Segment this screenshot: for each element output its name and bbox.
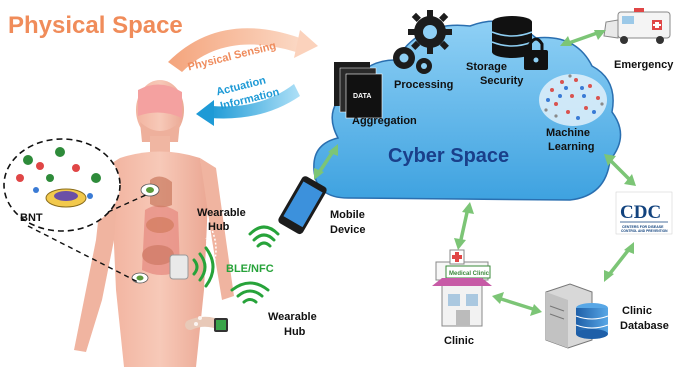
human-body (74, 80, 234, 367)
ml-label-1: Machine (546, 127, 590, 139)
physical-space-title: Physical Space (8, 12, 183, 39)
wearable-hub-label-2: Hub (208, 221, 230, 233)
clinic-db-label-2: Database (620, 320, 669, 332)
wrist-hub-label-2: Hub (284, 326, 306, 338)
cdc-logo: CDC CENTERS FOR DISEASE CONTROL AND PREV… (615, 191, 673, 235)
cdc-sub-2: CONTROL AND PREVENTION (621, 229, 668, 233)
ambulance-icon (603, 8, 671, 44)
actuation-arrow (196, 84, 300, 126)
cyber-space-title: Cyber Space (388, 145, 509, 167)
arrow-cloud-emergency (564, 30, 602, 46)
data-aggregation-icon: DATA (334, 62, 383, 119)
wearable-hub-label-1: Wearable (197, 207, 246, 219)
lock-icon (524, 37, 548, 70)
bnt-label: BNT (20, 212, 43, 224)
gears-icon (393, 10, 452, 74)
emergency-label: Emergency (614, 59, 674, 71)
arrow-cloud-cdc (608, 158, 632, 182)
brain-network-icon (539, 74, 607, 126)
connection-arrows (314, 30, 636, 316)
ble-wireless-icon (248, 225, 280, 248)
ble-nfc-label: BLE/NFC (226, 263, 274, 275)
arrow-cloud-clinic (458, 206, 470, 246)
database-server-icon (545, 283, 609, 349)
mobile-phone-icon (278, 176, 327, 235)
clinic-sign: Medical Clinic (449, 271, 490, 277)
wrist-hub-label-1: Wearable (268, 311, 317, 323)
bnt-zoom: BNT (3, 138, 149, 283)
clinic-db-label-1: Clinic (622, 305, 652, 317)
mobile-label-2: Device (330, 224, 365, 236)
storage-database-icon (491, 16, 533, 58)
data-stack-label: DATA (353, 93, 371, 100)
cdc-logo-text: CDC (620, 202, 661, 223)
storage-label-2: Security (480, 75, 524, 87)
arrow-mobile-cloud (316, 148, 336, 176)
storage-label-1: Storage (466, 61, 507, 73)
physical-sensing-arrow (168, 28, 318, 72)
wrist-wireless-icon (230, 281, 270, 304)
processing-label: Processing (394, 79, 453, 91)
wrist-wearable (185, 310, 228, 332)
aggregation-label: Aggregation (352, 115, 417, 127)
arrow-database-cdc (606, 246, 632, 278)
cdc-sub-1: CENTERS FOR DISEASE (622, 225, 664, 229)
ml-label-2: Learning (548, 141, 594, 153)
arrow-clinic-database (496, 296, 538, 312)
clinic-label: Clinic (444, 335, 474, 347)
wearable-hub-device (169, 254, 189, 280)
clinic-building-icon: Medical Clinic (432, 249, 492, 327)
hub-wireless-icon (192, 246, 215, 288)
mobile-label-1: Mobile (330, 209, 365, 221)
